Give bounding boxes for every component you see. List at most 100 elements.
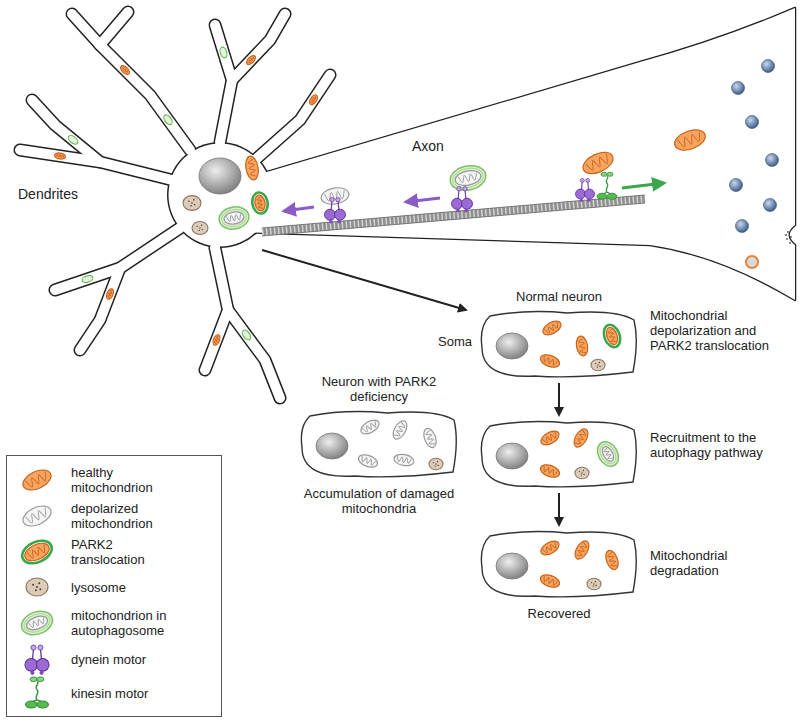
legend-row: lysosome — [7, 570, 221, 604]
motor-head — [462, 198, 473, 209]
cell-node: Recruitment to the autophagy pathway — [478, 418, 640, 490]
depolarized-mitochondrion — [454, 168, 482, 187]
lysosome-granule — [435, 465, 436, 466]
autophagosome — [217, 205, 250, 232]
cristae — [248, 159, 257, 177]
cristae — [586, 154, 611, 172]
region-label: Dendrites — [18, 186, 78, 202]
cristae — [247, 56, 255, 64]
cell-outline — [478, 418, 640, 490]
motor-head — [452, 198, 463, 209]
healthy-mitochondrion — [572, 539, 592, 562]
dendrite — [232, 14, 285, 80]
cristae — [362, 421, 377, 433]
cristae — [310, 96, 317, 104]
legend-text: PARK2 translocation — [71, 537, 189, 567]
healthy-mitochondrion — [212, 334, 222, 346]
cell-outline — [298, 408, 460, 480]
lysosome-body — [429, 458, 443, 469]
healthy-mitochondrion — [105, 288, 115, 300]
healthy-mitochondrion — [245, 54, 257, 66]
step-arrow — [558, 383, 560, 415]
endosome — [746, 256, 758, 268]
depolarized-mitochondrion — [25, 614, 50, 633]
synaptic-vesicle — [766, 154, 779, 167]
depolarized-mitochondrion — [320, 186, 350, 207]
cell-node: Mitochondrial degradationRecovered — [478, 528, 640, 600]
lysosome-body — [183, 196, 201, 211]
mitochondrion-body — [244, 155, 260, 181]
mitochondrion-body — [571, 427, 591, 450]
motor-head — [576, 189, 586, 199]
healthy-mitochondrion — [20, 466, 54, 494]
mitochondrion-body — [20, 466, 54, 494]
cristae — [27, 545, 47, 560]
cristae — [542, 432, 557, 444]
region-label: Axon — [412, 138, 444, 154]
cristae — [394, 422, 406, 437]
autophagosome — [219, 46, 228, 58]
healthy-mitochondrion — [308, 94, 319, 106]
healthy-mitochondrion — [19, 536, 56, 567]
dendrite-mitochondria — [54, 46, 319, 346]
cell-membrane — [481, 532, 636, 597]
motor-foot — [464, 209, 468, 213]
mitochondrion-body — [119, 64, 131, 76]
lysosome-granule — [583, 474, 584, 475]
depolarized-mitochondrion — [421, 427, 438, 450]
healthy-mitochondrion — [541, 318, 564, 338]
lysosome-granule — [194, 204, 196, 206]
lysosome-granule — [583, 470, 584, 471]
legend-icon — [7, 535, 65, 569]
lysosome-granule — [38, 582, 40, 584]
lysosome-granule — [599, 366, 600, 367]
legend-text: depolarized mitochondrion — [71, 501, 189, 531]
step-arrow — [558, 493, 560, 525]
lysosome-granule — [36, 586, 38, 588]
step-label: Recruitment to the autophagy pathway — [650, 430, 780, 460]
cristae — [396, 456, 411, 464]
depolarized-mitochondrion — [359, 417, 382, 437]
lysosome-granule — [196, 226, 197, 227]
motor-tail — [607, 172, 613, 176]
healthy-mitochondrion — [603, 549, 620, 572]
healthy-mitochondrion — [672, 126, 708, 154]
lysosome — [192, 221, 208, 234]
lysosome-granule — [433, 462, 434, 463]
cristae — [56, 154, 64, 158]
mitochondrion-body — [357, 452, 380, 469]
mitochondrion-body — [541, 318, 564, 338]
legend-icon — [7, 642, 65, 676]
lysosome-granule — [435, 463, 436, 464]
healthy-mitochondrion — [571, 427, 591, 450]
mitochondrion-body — [575, 335, 589, 357]
mitochondrion-body — [223, 210, 245, 225]
mitochondrion-body — [454, 168, 482, 187]
lysosome — [183, 196, 201, 211]
autophagosome-membrane — [18, 607, 56, 639]
cristae — [214, 336, 220, 344]
cristae — [425, 430, 435, 445]
cristae — [578, 338, 586, 353]
lysosome-granule — [599, 362, 600, 363]
dynein-motor — [452, 187, 473, 213]
lysosome-granule — [198, 230, 199, 231]
mitochondrion-body — [539, 352, 562, 369]
autophagosome-membrane — [217, 205, 250, 232]
lysosome-granule — [32, 584, 34, 586]
dendrite-outline — [228, 310, 280, 398]
nucleus — [199, 158, 241, 194]
park2-ring — [601, 323, 623, 350]
depolarized-mitochondrion — [393, 453, 415, 467]
motor-head — [585, 189, 595, 199]
healthy-mitochondrion — [580, 148, 617, 178]
dendrite-outline — [80, 268, 120, 350]
lysosome-granule — [579, 471, 580, 472]
autophagosome — [241, 329, 253, 342]
lysosome — [26, 578, 48, 596]
synaptic-vesicle — [746, 116, 759, 129]
lysosome-granule — [191, 202, 193, 204]
lysosome — [591, 359, 605, 370]
motor-head — [597, 193, 607, 199]
dynein-motor — [325, 198, 346, 224]
